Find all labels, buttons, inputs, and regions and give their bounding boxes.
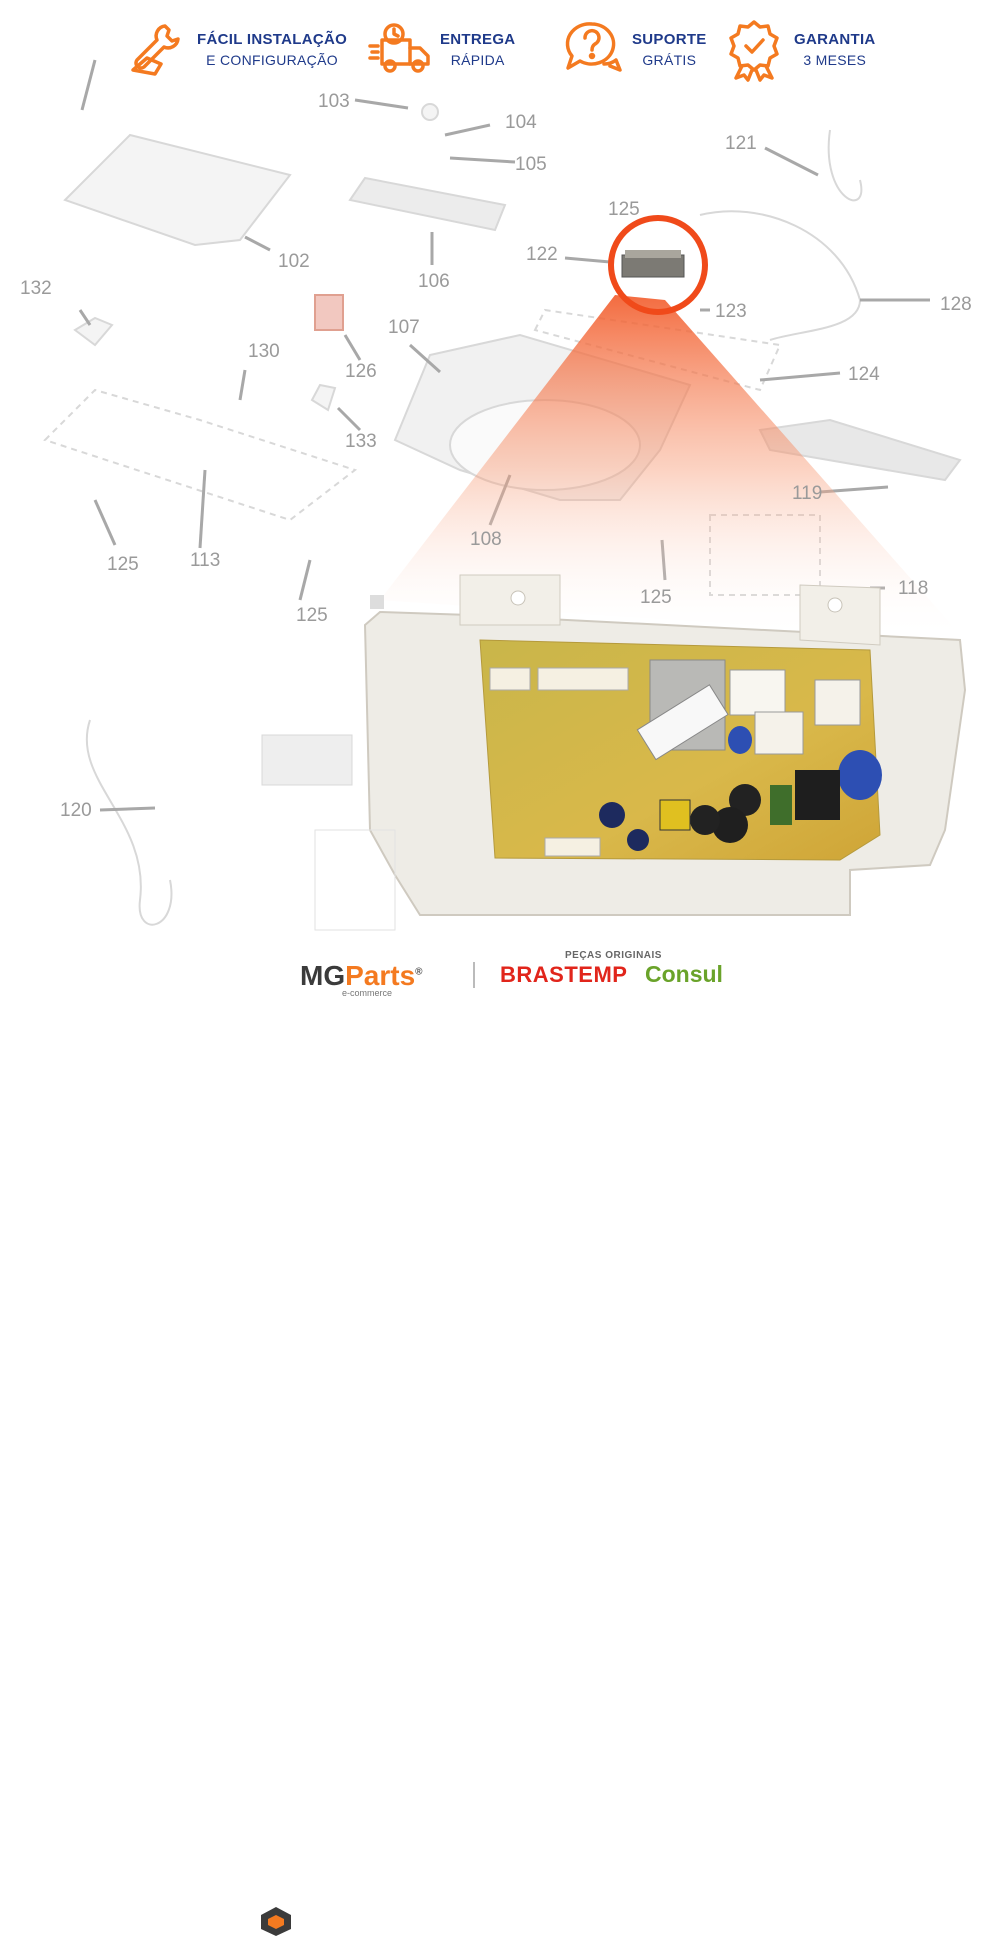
exploded-parts-diagram bbox=[43, 59, 967, 931]
highlighted-part-122 bbox=[608, 215, 708, 315]
part-label-107: 107 bbox=[388, 317, 420, 338]
part-label-124: 124 bbox=[848, 364, 880, 385]
part-label-103: 103 bbox=[318, 91, 350, 112]
mgparts-logo-parts: Parts bbox=[345, 960, 416, 991]
part-label-120: 120 bbox=[60, 800, 92, 821]
feature-easy-install: FÁCIL INSTALAÇÃO E CONFIGURAÇÃO bbox=[125, 18, 347, 82]
feature-fast-delivery-subtitle: RÁPIDA bbox=[450, 52, 505, 68]
part-133-clip bbox=[310, 383, 337, 412]
part-label-126: 126 bbox=[345, 361, 377, 382]
part-label-118: 118 bbox=[898, 578, 929, 599]
part-label-130: 130 bbox=[248, 341, 280, 362]
part-label-125-left: 125 bbox=[107, 554, 139, 575]
feature-fast-delivery-title: ENTREGA bbox=[440, 31, 516, 48]
part-label-121: 121 bbox=[725, 133, 757, 154]
part-label-123: 123 bbox=[715, 301, 747, 322]
feature-warranty-title: GARANTIA bbox=[794, 31, 876, 48]
footer-divider bbox=[473, 962, 475, 988]
mgparts-logo: MGParts® bbox=[300, 960, 423, 992]
part-128-harness bbox=[699, 210, 862, 341]
delivery-truck-icon bbox=[368, 23, 430, 73]
original-parts-label: PEÇAS ORIGINAIS bbox=[565, 950, 662, 961]
control-box-enlarged bbox=[261, 574, 967, 931]
part-label-102: 102 bbox=[278, 251, 310, 272]
part-label-108: 108 bbox=[470, 529, 502, 550]
part-label-132: 132 bbox=[20, 278, 52, 299]
part-132-clip bbox=[73, 316, 114, 347]
support-chat-icon bbox=[565, 22, 622, 72]
feature-banner: FÁCIL INSTALAÇÃO E CONFIGURAÇÃO ENTREGA … bbox=[0, 0, 1000, 90]
feature-fast-delivery: ENTREGA RÁPIDA bbox=[368, 18, 515, 82]
feature-warranty-subtitle: 3 MESES bbox=[803, 52, 867, 68]
wrench-hand-icon bbox=[131, 24, 180, 76]
part-label-125-top: 125 bbox=[608, 199, 640, 220]
part-121-cable bbox=[827, 129, 863, 202]
feature-easy-install-title: FÁCIL INSTALAÇÃO bbox=[197, 31, 348, 48]
part-label-104: 104 bbox=[505, 112, 537, 133]
part-106-panel bbox=[348, 176, 507, 232]
part-103-cap bbox=[421, 103, 439, 121]
part-label-125-right: 125 bbox=[640, 587, 672, 608]
feature-free-support: SUPORTE GRÁTIS bbox=[560, 18, 707, 82]
brastemp-logo: BRASTEMP bbox=[500, 962, 628, 987]
feature-free-support-title: SUPORTE bbox=[632, 31, 707, 48]
feature-warranty: GARANTIA 3 MESES bbox=[722, 18, 876, 82]
consul-logo: Consul bbox=[645, 961, 723, 987]
mgparts-logo-mg: MG bbox=[300, 960, 346, 991]
part-label-133: 133 bbox=[345, 431, 377, 452]
part-label-125-bottom: 125 bbox=[296, 605, 328, 626]
part-label-119: 119 bbox=[792, 483, 823, 504]
feature-free-support-subtitle: GRÁTIS bbox=[642, 52, 697, 68]
part-102-lid bbox=[63, 133, 292, 247]
mgparts-logo-icon bbox=[261, 1907, 291, 1936]
mgparts-registered-mark: ® bbox=[415, 966, 423, 978]
part-126-chip bbox=[314, 294, 344, 331]
part-label-113: 113 bbox=[190, 550, 221, 571]
part-label-105: 105 bbox=[515, 154, 547, 175]
feature-easy-install-subtitle: E CONFIGURAÇÃO bbox=[206, 52, 338, 68]
warranty-badge-icon bbox=[729, 20, 779, 82]
part-113-assembly bbox=[43, 388, 358, 522]
part-label-106: 106 bbox=[418, 271, 450, 292]
highlight-ring bbox=[608, 215, 708, 315]
mgparts-tagline: e-commerce bbox=[342, 988, 393, 998]
highlight-cone bbox=[380, 295, 965, 640]
part-label-122: 122 bbox=[526, 244, 558, 265]
part-120-harness bbox=[85, 719, 173, 926]
part-label-128: 128 bbox=[940, 294, 972, 315]
